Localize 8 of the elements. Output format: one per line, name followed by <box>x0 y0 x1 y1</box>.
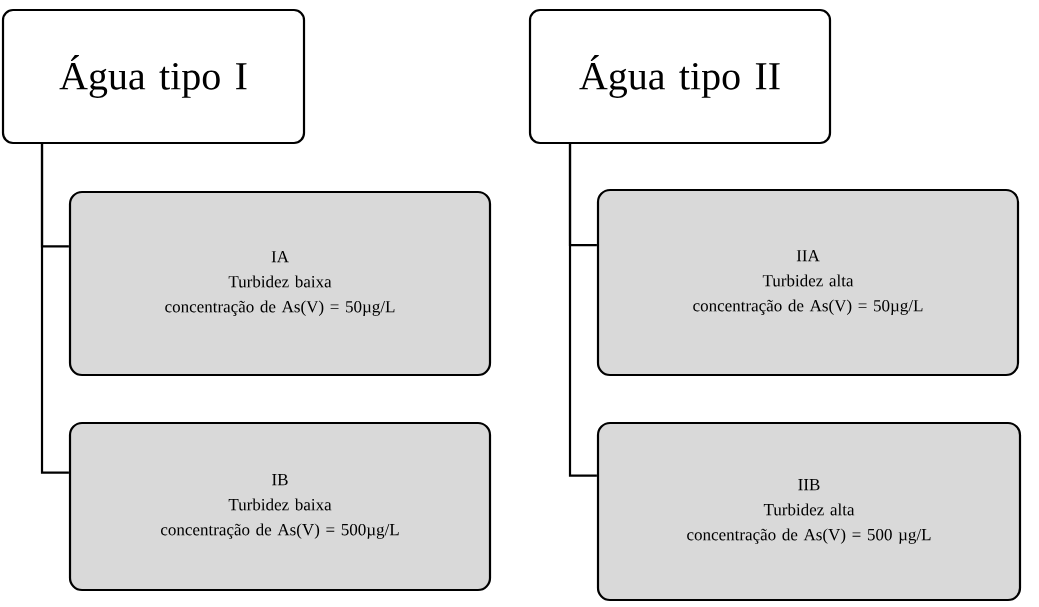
connector-line <box>568 144 597 477</box>
sample-box: IB Turbidez baixa concentração de As(V) = 500µg/L <box>68 421 492 592</box>
sample-box: IIB Turbidez alta concentração de As(V) = 500 µg/L <box>596 421 1022 602</box>
sample-box: IIA Turbidez alta concentração de As(V) = 50µg/L <box>596 188 1020 377</box>
heading-box: Água tipo II <box>528 8 832 145</box>
sample-box: IA Turbidez baixa concentração de As(V) = 50µg/L <box>68 190 492 377</box>
connector-line <box>40 144 69 474</box>
heading-box: Água tipo I <box>1 8 306 145</box>
